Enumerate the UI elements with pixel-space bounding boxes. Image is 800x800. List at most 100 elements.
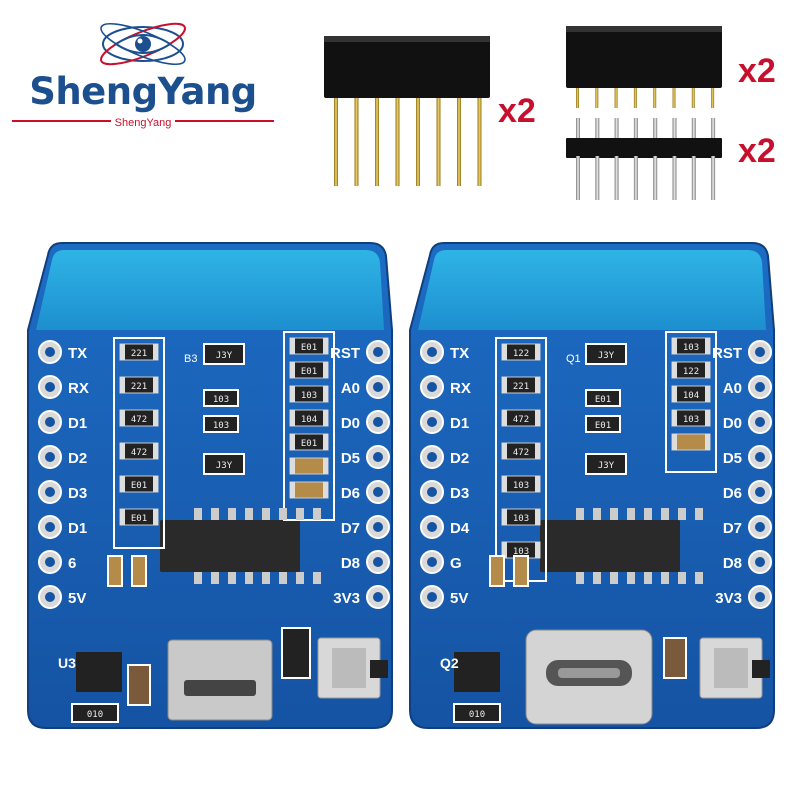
left-usb-serial-chip — [160, 520, 300, 572]
male-pin-top — [576, 118, 580, 140]
short-female-header — [566, 26, 722, 108]
pin-label-right: D0 — [341, 415, 360, 432]
pin-label-right: D0 — [723, 415, 742, 432]
pin-label-left: RX — [68, 380, 89, 397]
short-female-header-qty: x2 — [738, 52, 776, 90]
pin-label-left: TX — [450, 345, 469, 362]
pin-label-right: A0 — [723, 380, 742, 397]
pin-label-right: D5 — [341, 450, 360, 467]
pin-label-right: 3V3 — [715, 590, 742, 607]
male-header-qty: x2 — [738, 132, 776, 170]
gold-pin — [375, 98, 379, 186]
long-female-header — [324, 36, 490, 186]
male-pin-bottom — [691, 156, 696, 200]
pin-label-left: G — [450, 555, 462, 572]
pin-label-left: D1 — [68, 520, 87, 537]
gold-pin — [436, 98, 441, 186]
smd-capacitor — [671, 433, 711, 451]
male-pin-bottom — [595, 156, 600, 200]
silk-mark: Q2 — [440, 655, 459, 671]
smd-component — [585, 415, 621, 433]
resistor-code: 103 — [513, 481, 529, 491]
smd-capacitor — [289, 457, 329, 475]
pin-label-right: D8 — [341, 555, 360, 572]
gold-pin — [334, 98, 338, 186]
pin-label-left: D4 — [450, 520, 470, 537]
eye-logo-icon — [100, 22, 186, 66]
pin-label-left: RX — [450, 380, 471, 397]
pin-label-left: TX — [68, 345, 87, 362]
brand-subtitle: ShengYang — [8, 117, 278, 129]
component-code: J3Y — [216, 461, 233, 471]
pin-label-right: RST — [712, 345, 742, 362]
silk-mark: Q1 — [566, 353, 581, 365]
component-code: 103 — [213, 421, 229, 431]
male-pin-top — [691, 118, 696, 140]
resistor-code: 103 — [513, 547, 529, 557]
short-gold-pin — [633, 88, 637, 108]
pin-label-right: D7 — [723, 520, 742, 537]
component-code: J3Y — [598, 351, 615, 361]
short-gold-pin — [576, 88, 579, 108]
smd-component — [203, 389, 239, 407]
male-pin-bottom — [633, 156, 638, 200]
short-gold-pin — [614, 88, 618, 108]
component-code: J3Y — [598, 461, 615, 471]
male-pin-bottom — [672, 156, 677, 200]
resistor-code: E01 — [301, 439, 317, 449]
pin-label-right: D8 — [723, 555, 742, 572]
resistor-code: 221 — [131, 349, 147, 359]
short-gold-pin — [595, 88, 599, 108]
male-pin-top — [672, 118, 677, 140]
long-female-header-qty: x2 — [498, 92, 536, 130]
component-code: E01 — [595, 421, 611, 431]
component-code: 103 — [213, 395, 229, 405]
pin-label-left: D1 — [450, 415, 469, 432]
brand-subtitle-text: ShengYang — [110, 117, 176, 129]
left-regulator — [76, 652, 122, 692]
right-regulator — [454, 652, 500, 692]
pin-label-left: D1 — [68, 415, 87, 432]
resistor-code: 103 — [301, 391, 317, 401]
male-header — [566, 118, 722, 200]
pin-label-right: A0 — [341, 380, 360, 397]
male-pin-bottom — [576, 156, 580, 200]
short-gold-pin — [653, 88, 657, 108]
silk-mark: U3 — [58, 655, 76, 671]
male-pin-top — [711, 118, 716, 140]
component-code: J3Y — [216, 351, 233, 361]
resistor-code: 472 — [513, 415, 529, 425]
smd-component — [585, 343, 627, 365]
resistor-code: 104 — [301, 415, 317, 425]
male-pin-bottom — [614, 156, 619, 200]
resistor-code: 122 — [513, 349, 529, 359]
resistor-code: 472 — [131, 448, 147, 458]
pin-label-left: 5V — [450, 590, 468, 607]
male-pin-bottom — [711, 156, 716, 200]
male-pin-top — [614, 118, 619, 140]
pin-label-right: D6 — [341, 485, 360, 502]
smd-component — [585, 389, 621, 407]
pin-label-right: D5 — [723, 450, 742, 467]
smd-component — [203, 415, 239, 433]
component-code: E01 — [595, 395, 611, 405]
component-code: 010 — [469, 710, 485, 720]
gold-pin — [354, 98, 359, 186]
smd-component — [203, 453, 245, 475]
gold-pin — [477, 98, 482, 186]
resistor-code: E01 — [301, 343, 317, 353]
resistor-code: E01 — [131, 481, 147, 491]
resistor-code: 103 — [513, 514, 529, 524]
resistor-code: 221 — [513, 382, 529, 392]
bottom-smd-part — [71, 703, 119, 723]
brand-logo — [8, 8, 278, 138]
smd-component — [203, 343, 245, 365]
gold-pin — [416, 98, 420, 186]
pin-label-left: D2 — [68, 450, 87, 467]
resistor-code: E01 — [301, 367, 317, 377]
component-code: 010 — [87, 710, 103, 720]
pin-label-left: 5V — [68, 590, 86, 607]
